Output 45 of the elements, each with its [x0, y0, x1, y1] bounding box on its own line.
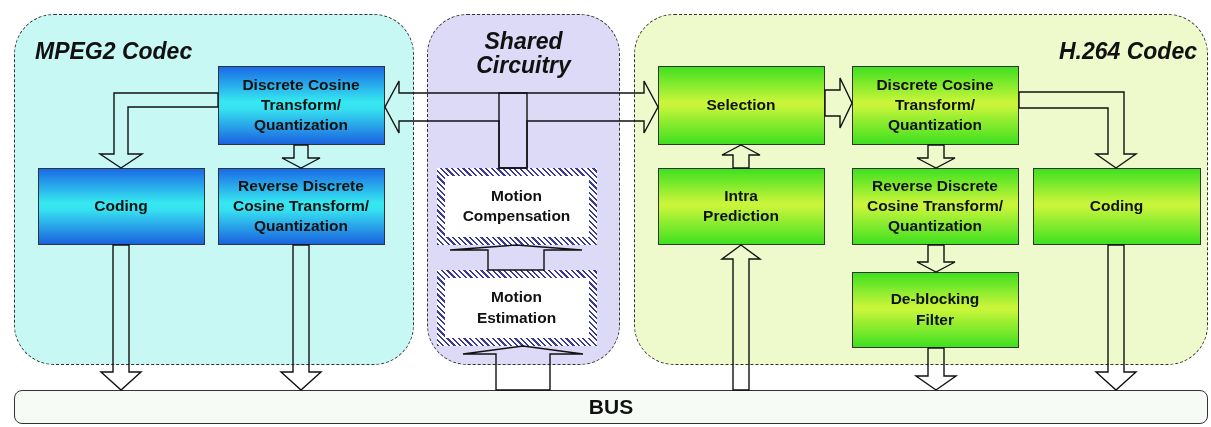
- box-label: Intra Prediction: [702, 185, 780, 226]
- process-box: [851, 65, 1019, 145]
- block-arrow: [279, 244, 323, 391]
- bus-bar: [14, 390, 1208, 424]
- box-label: Coding: [1088, 195, 1145, 216]
- block-arrow: [1094, 244, 1138, 391]
- process-box: [851, 271, 1019, 348]
- block-arrow: [916, 244, 956, 273]
- process-box: [657, 65, 825, 145]
- block-arrow: [498, 80, 659, 169]
- block-arrow: [281, 144, 321, 169]
- block-arrow: [449, 244, 583, 271]
- process-box: [1032, 167, 1201, 245]
- group-panel: [634, 14, 1208, 365]
- block-arrow: [916, 144, 956, 169]
- box-label: Selection: [705, 94, 777, 115]
- block-arrow: [824, 77, 853, 129]
- block-arrow: [719, 244, 763, 391]
- block-arrow: [913, 347, 959, 391]
- block-arrow: [97, 92, 219, 169]
- block-arrow: [1018, 91, 1139, 169]
- box-label: Motion Estimation: [444, 277, 589, 338]
- group-title: MPEG2 Codec: [35, 39, 193, 64]
- box-label: Reverse Discrete Cosine Transform/ Quantization: [231, 175, 371, 237]
- box-label: Motion Compensation: [444, 175, 589, 237]
- group-title: Shared Circuitry: [475, 29, 573, 78]
- box-label: Discrete Cosine Transform/ Quantization: [241, 74, 361, 136]
- hatched-process-box: [436, 167, 597, 245]
- process-box: [851, 167, 1019, 245]
- group-panel: [14, 14, 414, 365]
- hatched-process-box: [436, 269, 597, 346]
- process-box: [217, 167, 385, 245]
- box-label: Coding: [93, 195, 149, 216]
- box-label: Reverse Discrete Cosine Transform/ Quantization: [865, 175, 1005, 237]
- bus-label: BUS: [587, 394, 635, 421]
- box-label: De-blocking Filter: [889, 289, 981, 330]
- process-box: [37, 167, 205, 245]
- process-box: [657, 167, 825, 245]
- box-label: Discrete Cosine Transform/ Quantization: [875, 74, 995, 136]
- group-panel: [427, 14, 620, 365]
- process-box: [217, 65, 385, 145]
- group-title: H.264 Codec: [1058, 39, 1197, 64]
- block-arrow: [721, 144, 761, 169]
- block-arrow: [99, 244, 143, 391]
- block-arrow: [462, 345, 584, 391]
